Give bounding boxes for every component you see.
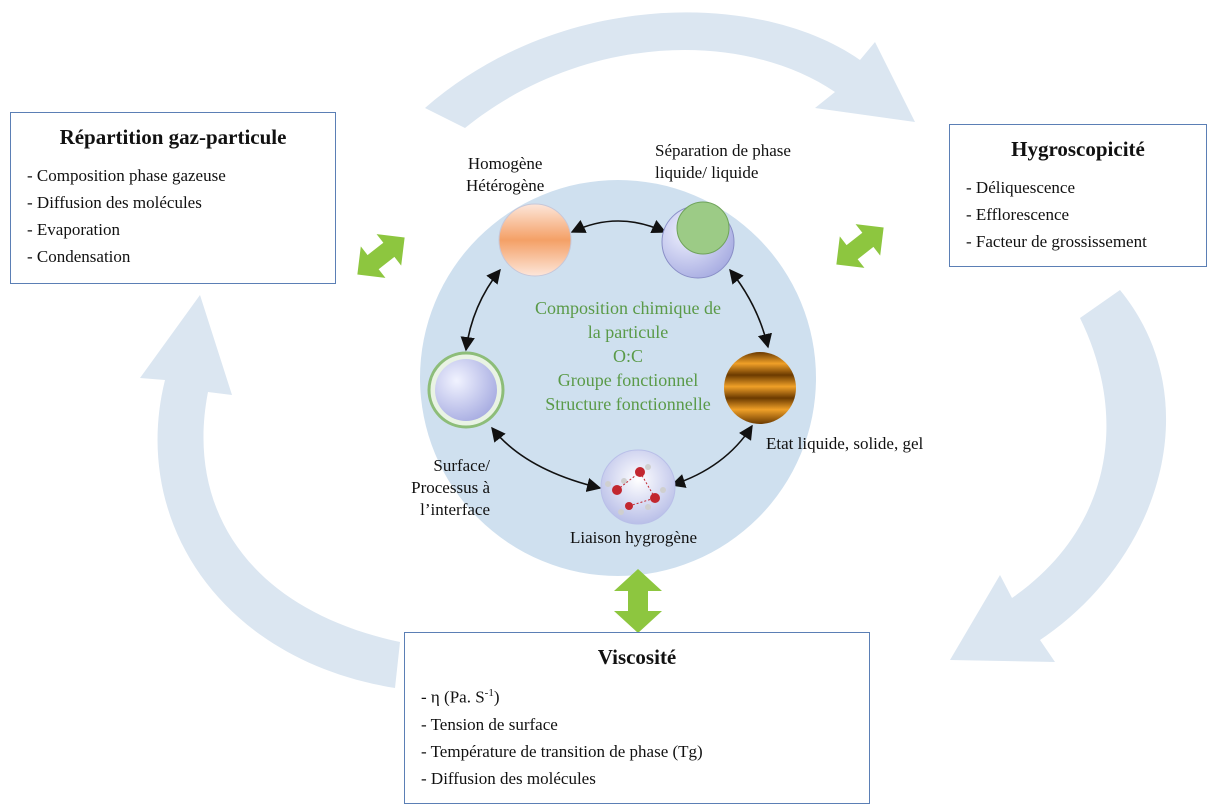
center-line: O:C: [612, 346, 643, 366]
label-line: Liaison hygrogène: [570, 528, 697, 547]
double-arrow-right: [836, 224, 884, 268]
label-homogeneous: Homogène Hétérogène: [466, 153, 544, 197]
list-item: - Facteur de grossissement: [966, 232, 1147, 251]
box-viscosity: Viscosité - η (Pa. S-1) - Tension de sur…: [404, 632, 870, 804]
cycle-arrow-top: [425, 12, 915, 128]
list-item: - Composition phase gazeuse: [27, 166, 226, 185]
box-title: Hygroscopicité: [1011, 137, 1145, 161]
label-hydrogen-bond: Liaison hygrogène: [570, 527, 697, 549]
node-connectors: [460, 219, 772, 492]
cycle-arrows: [140, 12, 1167, 688]
double-arrow-left: [357, 234, 405, 278]
label-line: Processus à: [411, 478, 490, 497]
list-item: - Diffusion des molécules: [27, 193, 202, 212]
green-double-arrows: [357, 224, 884, 633]
list-item: - Diffusion des molécules: [421, 768, 596, 788]
label-line: liquide/ liquide: [655, 163, 759, 182]
box-gas-particle: Répartition gaz-particule - Composition …: [10, 112, 336, 284]
label-phase-separation: Séparation de phase liquide/ liquide: [655, 140, 791, 184]
label-line: Surface/: [433, 456, 490, 475]
connector-hb-surface: [491, 426, 602, 492]
list-item: - Condensation: [27, 247, 131, 266]
hydrogen-bond-sphere: [600, 449, 676, 525]
label-line: Hétérogène: [466, 176, 545, 195]
connector-state-hb: [670, 424, 753, 488]
list-item-viscosity-eta: - η (Pa. S-1): [421, 680, 869, 711]
center-label: Composition chimique de la particule O:C…: [498, 296, 758, 416]
list-item: - Efflorescence: [966, 205, 1070, 224]
state-sphere: [724, 352, 796, 424]
center-line: la particule: [587, 322, 669, 342]
label-line: Homogène: [467, 154, 543, 173]
list-item: - Evaporation: [27, 220, 120, 239]
surface-sphere: [427, 351, 505, 429]
center-line: Groupe fonctionnel: [557, 370, 699, 390]
list-item: - Température de transition de phase (Tg…: [421, 741, 703, 761]
box-title: Répartition gaz-particule: [59, 125, 287, 149]
label-line: Etat liquide, solide, gel: [766, 434, 924, 453]
box-title: Viscosité: [597, 645, 677, 669]
connector-surface-homo: [460, 268, 501, 352]
eta-suffix: ): [493, 687, 500, 707]
eta-prefix: - η (Pa. S: [421, 687, 485, 707]
box-hygroscopicity: Hygroscopicité - Déliquescence - Efflore…: [949, 124, 1207, 267]
homogeneous-sphere: [498, 203, 572, 277]
connector-homo-phase: [570, 219, 667, 234]
list-item: - Tension de surface: [421, 714, 558, 734]
label-line: Séparation de phase: [655, 141, 791, 160]
center-line: Structure fonctionnelle: [545, 394, 711, 414]
connector-phase-state: [729, 268, 772, 349]
label-state: Etat liquide, solide, gel: [766, 433, 923, 455]
double-arrow-bottom: [614, 569, 662, 633]
cycle-arrow-left: [140, 295, 400, 688]
center-line: Composition chimique de: [535, 298, 721, 318]
eta-exponent: -1: [484, 687, 494, 699]
list-item: - Déliquescence: [966, 178, 1076, 197]
phase-separation-sphere: [661, 201, 735, 279]
cycle-arrow-right: [950, 290, 1167, 662]
label-surface: Surface/ Processus à l’interface: [398, 455, 490, 521]
label-line: l’interface: [420, 500, 490, 519]
